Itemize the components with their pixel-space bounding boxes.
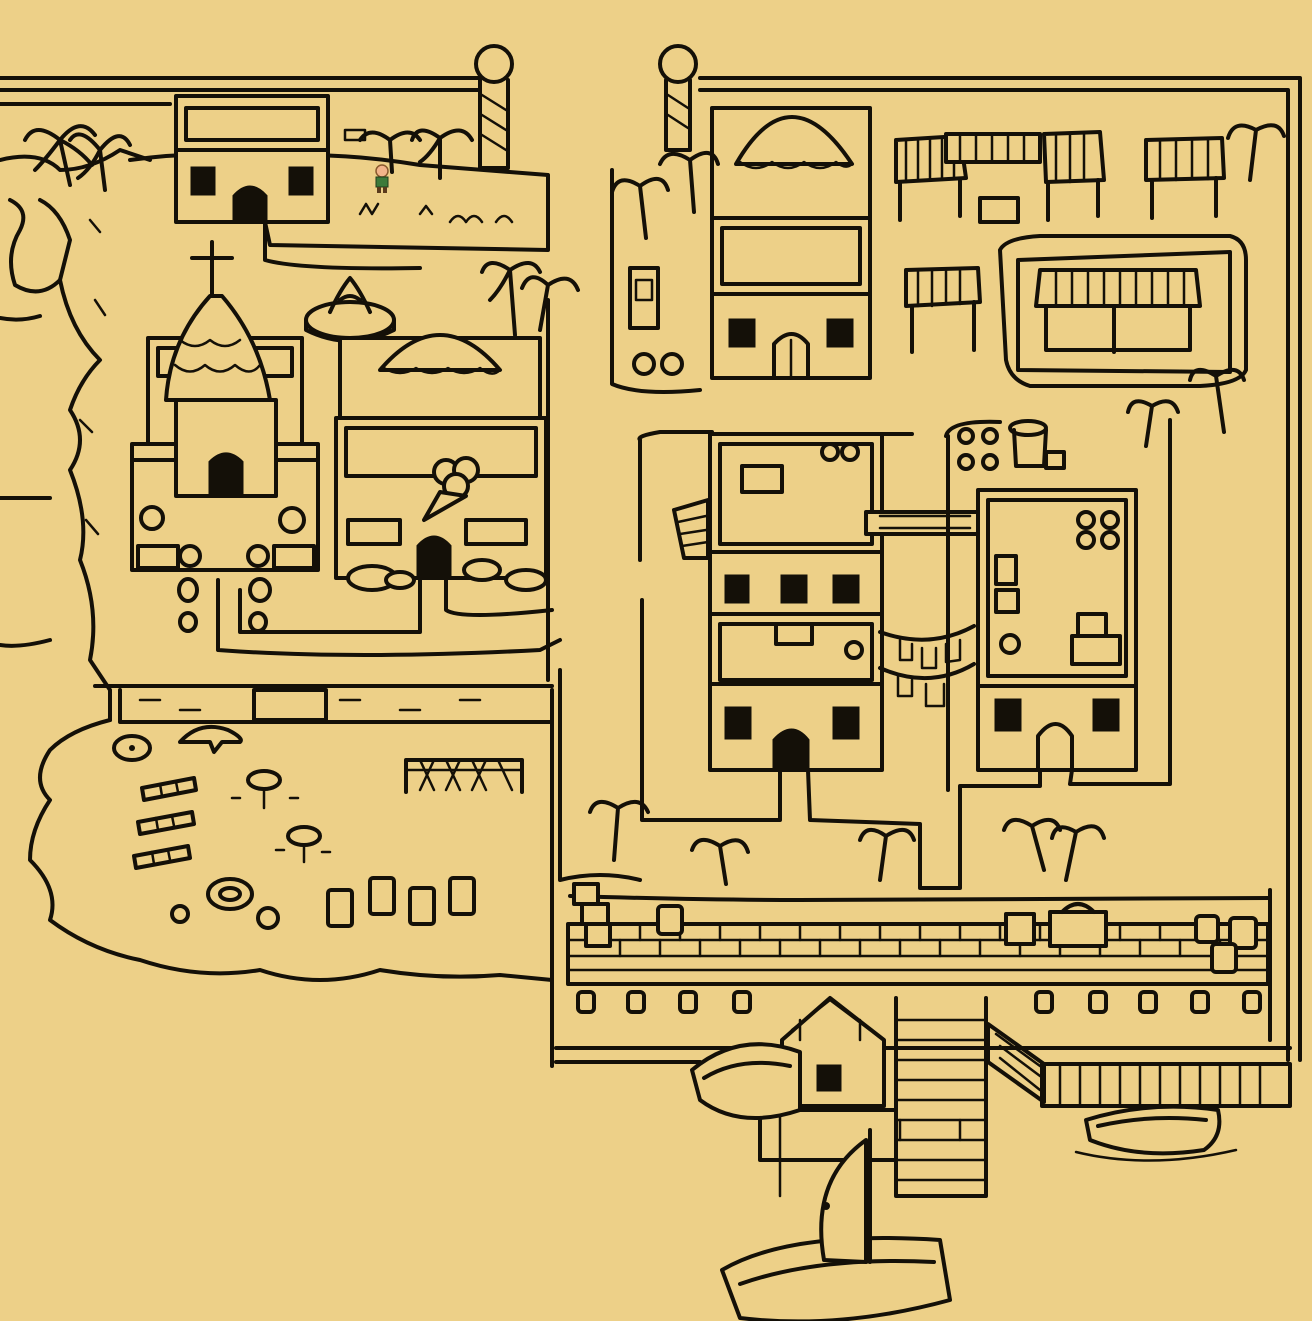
ice-cream-shop[interactable] xyxy=(334,333,548,580)
church-stepping-stones xyxy=(177,544,272,633)
palm-tree-icon xyxy=(588,800,650,862)
palm-tree-icon xyxy=(1002,818,1062,872)
stairs-west xyxy=(672,498,710,560)
kiosk-small xyxy=(628,266,660,330)
inn-building[interactable] xyxy=(708,432,884,772)
harbor-quay xyxy=(554,894,1292,1064)
seashells xyxy=(170,904,280,930)
beach-umbrella-icon xyxy=(112,734,152,762)
pier-center xyxy=(758,996,988,1198)
market-stall-icon[interactable] xyxy=(904,266,982,354)
market-path xyxy=(998,234,1248,388)
town-wall-west xyxy=(0,76,480,106)
crate-icon xyxy=(572,882,612,948)
boathouse[interactable] xyxy=(780,996,886,1108)
ice-cream-sign-icon xyxy=(422,456,480,522)
bridge-walkway xyxy=(864,510,984,536)
boat-icon[interactable] xyxy=(1074,1104,1238,1162)
palm-tree-icon xyxy=(858,828,916,882)
palm-tree-icon xyxy=(1050,824,1106,882)
west-seawall xyxy=(93,684,554,724)
palm-tree-icon xyxy=(610,177,670,240)
fountain-icon[interactable] xyxy=(304,276,396,343)
palm-tree-icon xyxy=(690,838,750,886)
market-stall-icon[interactable] xyxy=(1144,136,1226,220)
sailboat-icon[interactable] xyxy=(720,1128,952,1321)
bollards-row xyxy=(576,990,1262,1014)
stones-cluster xyxy=(957,427,999,471)
beach-cabins xyxy=(326,876,476,928)
central-wall xyxy=(550,168,702,1068)
palm-tree-icon xyxy=(658,151,720,214)
east-path xyxy=(637,418,1172,890)
palm-tree-icon xyxy=(1126,399,1180,448)
barrel-icon xyxy=(1194,914,1258,974)
market-stall-icon[interactable] xyxy=(1034,268,1202,354)
beach-lounger-icon xyxy=(140,776,198,802)
market-stall-icon[interactable] xyxy=(1042,130,1106,222)
west-cliff xyxy=(0,148,152,722)
beach-lounger-icon xyxy=(132,844,192,870)
gate-pillar-right xyxy=(658,44,698,152)
domed-building-north[interactable] xyxy=(710,106,872,380)
palm-tree-icon xyxy=(23,124,97,187)
palm-tree-icon xyxy=(1188,368,1246,434)
cafe-tables xyxy=(346,558,548,592)
palm-tree-icon xyxy=(358,130,422,174)
town-hall[interactable] xyxy=(976,488,1138,772)
beach-table-set xyxy=(230,769,332,864)
house-north[interactable] xyxy=(174,94,330,224)
dolphin-statue-icon xyxy=(178,725,243,754)
palm-tree-icon xyxy=(68,132,132,192)
path-west xyxy=(216,220,562,682)
pots-pair xyxy=(632,352,684,376)
crate-icon xyxy=(1004,902,1108,948)
small-garden-details xyxy=(343,128,514,224)
clothesline xyxy=(878,624,976,708)
church-tower-icon xyxy=(164,240,278,498)
palm-tree-icon xyxy=(1226,123,1286,182)
palm-tree-icon xyxy=(480,261,542,337)
soccer-goal-icon[interactable] xyxy=(404,758,524,794)
beach-lounger-icon xyxy=(136,810,196,836)
player-sprite xyxy=(375,164,389,193)
barrel-icon xyxy=(1008,419,1066,470)
beach-umbrella-icon xyxy=(206,877,254,911)
boat-icon[interactable] xyxy=(690,1042,802,1120)
barrel-icon xyxy=(656,904,684,936)
market-stall-icon[interactable] xyxy=(944,132,1042,224)
palm-tree-icon xyxy=(410,128,474,180)
pier-ramp-east xyxy=(986,1022,1292,1108)
player-sprite-icon[interactable] xyxy=(372,164,392,194)
beach-shoreline xyxy=(28,718,554,982)
gate-pillar-left xyxy=(474,44,514,170)
palm-tree-icon xyxy=(520,275,580,332)
